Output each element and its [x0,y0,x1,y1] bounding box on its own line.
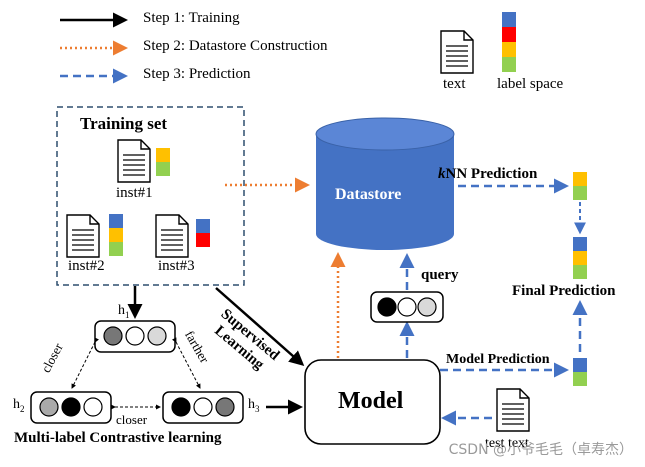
h3-letter: h [248,397,255,412]
closer-label-bottom: closer [116,412,148,427]
supervised-learning-arrow [215,287,305,366]
final-prediction-label: Final Prediction [512,283,616,299]
h3-label: h3 [248,397,260,414]
h1-h2-closer-arrow [71,337,100,389]
h1-vector-dots [103,326,167,346]
model-label: Model [338,388,404,414]
watermark: CSDN @小爷毛毛（卓寿杰） [448,442,633,458]
h2-vector-dots [39,397,103,417]
model-box [304,359,441,445]
legend-step2-label: Step 2: Datastore Construction [143,38,328,54]
h1-subscript: 1 [125,309,130,320]
knn-output-labels [573,172,587,200]
legend-step1-label: Step 1: Training [143,10,240,26]
legend-step3-label: Step 3: Prediction [143,66,251,82]
h2-subscript: 2 [20,403,25,414]
contrastive-title: Multi-label Contrastive learning [14,430,222,446]
h2-letter: h [13,397,20,412]
test-text-doc-icon [496,388,530,432]
datastore-cylinder [315,117,455,250]
final-prediction-labels [573,237,587,279]
inst2-label: inst#2 [68,258,105,274]
inst3-label: inst#3 [158,258,195,274]
knn-prediction-label: kNN Prediction [438,166,537,183]
inst2-labels [109,214,123,256]
inst1-labels [156,148,170,176]
legend-label-space-label: label space [497,76,564,92]
test-text-label: test text [485,436,529,451]
h1-h3-farther-arrow [171,337,201,389]
knn-label-rest: NN Prediction [445,166,538,182]
training-set-box [56,106,245,286]
h3-vector-dots [171,397,235,417]
model-prediction-labels [573,358,587,386]
training-set-title: Training set [80,114,168,133]
h1-letter: h [118,303,125,318]
datastore-label: Datastore [335,186,402,203]
inst1-label: inst#1 [116,185,153,201]
model-prediction-label: Model Prediction [446,352,550,367]
h1-label: h1 [118,303,130,320]
inst1-doc-icon [117,139,151,183]
query-vector-dots [377,297,437,317]
legend-text-label: text [443,76,466,92]
legend-text-doc-icon [440,30,474,74]
h2-label: h2 [13,397,25,414]
h3-subscript: 3 [255,403,260,414]
inst3-doc-icon [155,214,189,258]
knn-k-letter: k [438,166,446,182]
inst3-labels [196,219,210,247]
inst2-doc-icon [66,214,100,258]
legend-label-space-icon [502,12,516,72]
query-label: query [421,267,459,283]
